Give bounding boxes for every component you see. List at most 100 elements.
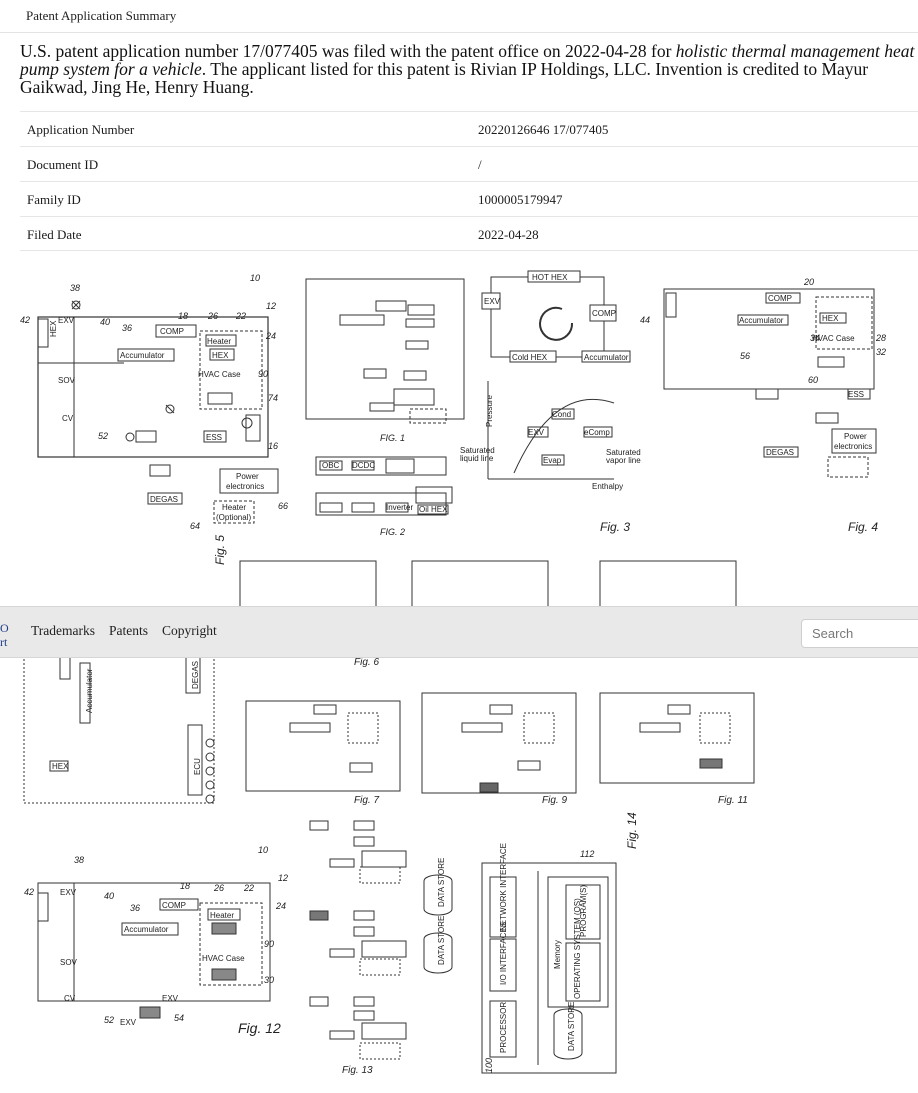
ref-26-12: 26	[213, 883, 224, 893]
ref-112: 112	[580, 849, 594, 859]
patent-drawing-sheet: COMP Accumulator Heater HEX HVAC Case HE…	[14, 253, 918, 1093]
ess-label-4: ESS	[848, 390, 864, 399]
nav-link-patents[interactable]: Patents	[109, 623, 148, 638]
hvac-case-box	[199, 330, 263, 410]
io-interfaces-label: I/O INTERFACES	[499, 922, 508, 985]
fig-6-label: Fig. 6	[354, 657, 379, 668]
table-row: Document ID /	[20, 146, 918, 181]
ref-42-12: 42	[24, 887, 34, 897]
page-title: Patent Application Summary	[26, 8, 177, 23]
site-nav-bar: O rt Trademarks Patents Copyright	[0, 606, 918, 658]
ref-52-12: 52	[104, 1015, 114, 1025]
figure-9-diagram: Fig. 9	[421, 692, 577, 806]
degas-label-4: DEGAS	[766, 448, 794, 457]
ref-16: 16	[268, 441, 278, 451]
obc-label: OBC	[322, 461, 340, 470]
ref-44: 44	[640, 315, 650, 325]
ref-36-12: 36	[130, 903, 140, 913]
ref-38: 38	[70, 283, 80, 293]
sat-vapor-1: Saturated	[606, 448, 641, 457]
ref-100: 100	[484, 1058, 494, 1073]
hex-box-2	[207, 392, 233, 405]
ref-18: 18	[178, 311, 188, 321]
nav-link-copyright[interactable]: Copyright	[162, 623, 217, 638]
accumulator-box	[117, 348, 175, 362]
patent-drawings: COMP Accumulator Heater HEX HVAC Case HE…	[20, 270, 886, 1076]
figure-13-diagram: Fig. 13 DATA STORE DATA STORE	[309, 820, 453, 1076]
nav-link-trademarks[interactable]: Trademarks	[31, 623, 95, 638]
power-4-1: Power	[844, 432, 867, 441]
ref-42: 42	[20, 315, 30, 325]
row-label: Application Number	[27, 122, 135, 137]
hot-hex-label: HOT HEX	[532, 273, 568, 282]
evap-label: Evap	[543, 456, 562, 465]
degas-label-8: DEGAS	[191, 661, 200, 689]
cv-label-12: CV	[64, 994, 76, 1003]
fig-5-label: Fig. 5	[213, 535, 227, 565]
enthalpy-label: Enthalpy	[592, 482, 623, 491]
ref-28: 28	[875, 333, 886, 343]
table-row: Family ID 1000005179947	[20, 181, 918, 216]
ess-box	[203, 430, 227, 443]
accumulator-label-4: Accumulator	[739, 316, 784, 325]
ref-12: 12	[266, 301, 276, 311]
figure-11-diagram: Fig. 11	[599, 692, 755, 806]
processor-label: PROCESSOR	[499, 1002, 508, 1053]
fig-3-label: Fig. 3	[600, 520, 630, 534]
logo-fragment-bottom: rt	[0, 635, 8, 649]
ref-26: 26	[207, 311, 218, 321]
power-label-1: Power	[236, 472, 259, 481]
cv-label: CV	[62, 414, 74, 423]
ref-12-12: 12	[278, 873, 288, 883]
accumulator-label-8: Accumulator	[85, 668, 94, 713]
ref-22: 22	[235, 311, 246, 321]
heater-box	[205, 334, 237, 347]
ref-10: 10	[250, 273, 260, 283]
data-store-label-1: DATA STORE	[437, 858, 446, 907]
cond-label: Cond	[552, 410, 571, 419]
cold-hex-label: Cold HEX	[512, 353, 548, 362]
hex-box-3	[149, 464, 171, 477]
ref-54-12: 54	[174, 1013, 184, 1023]
row-value: 20220126646 17/077405	[478, 122, 609, 137]
ref-32: 32	[876, 347, 886, 357]
ecu-label: ECU	[193, 758, 202, 775]
site-logo[interactable]: O rt	[0, 621, 9, 649]
heater-optional-2: (Optional)	[216, 513, 251, 522]
ref-74: 74	[268, 393, 278, 403]
hvac-case-label-4: HVAC Case	[812, 334, 855, 343]
programs-label: PROGRAM(S)	[579, 885, 588, 937]
comp-label-4: COMP	[768, 294, 792, 303]
fig-11-label: Fig. 11	[718, 795, 748, 806]
exv-label-12b: EXV	[162, 994, 179, 1003]
row-value: 1000005179947	[478, 192, 563, 207]
data-store-label-3: DATA STORE	[567, 1002, 576, 1051]
degas-label: DEGAS	[150, 495, 178, 504]
patent-summary: U.S. patent application number 17/077405…	[20, 42, 918, 96]
power-label-2: electronics	[226, 482, 264, 491]
hex-label-4: HEX	[822, 314, 839, 323]
row-value: /	[478, 157, 482, 172]
comp-label: COMP	[160, 327, 184, 336]
logo-fragment-top: O	[0, 621, 9, 635]
hvac-case-label-12: HVAC Case	[202, 954, 245, 963]
inverter-label: Inverter	[386, 503, 413, 512]
ref-90-12: 90	[264, 939, 274, 949]
fig-1-label: FIG. 1	[380, 433, 405, 443]
ref-52: 52	[98, 431, 108, 441]
memory-label: Memory	[553, 940, 562, 969]
heater-optional-box	[213, 500, 255, 524]
accumulator-label-3: Accumulator	[584, 353, 629, 362]
search-input[interactable]	[801, 619, 918, 648]
ref-24: 24	[265, 331, 276, 341]
figure-14-label-group: Fig. 14	[625, 812, 639, 849]
ref-90: 90	[258, 369, 268, 379]
table-row: Application Number 20220126646 17/077405	[20, 111, 918, 146]
row-label: Family ID	[27, 192, 81, 207]
exv-label-3b: EXV	[528, 428, 545, 437]
ref-22-12: 22	[243, 883, 254, 893]
fig-7-label: Fig. 7	[354, 795, 379, 806]
ref-64: 64	[190, 521, 200, 531]
hvac-case-label: HVAC Case	[198, 370, 241, 379]
ref-18-12: 18	[180, 881, 190, 891]
